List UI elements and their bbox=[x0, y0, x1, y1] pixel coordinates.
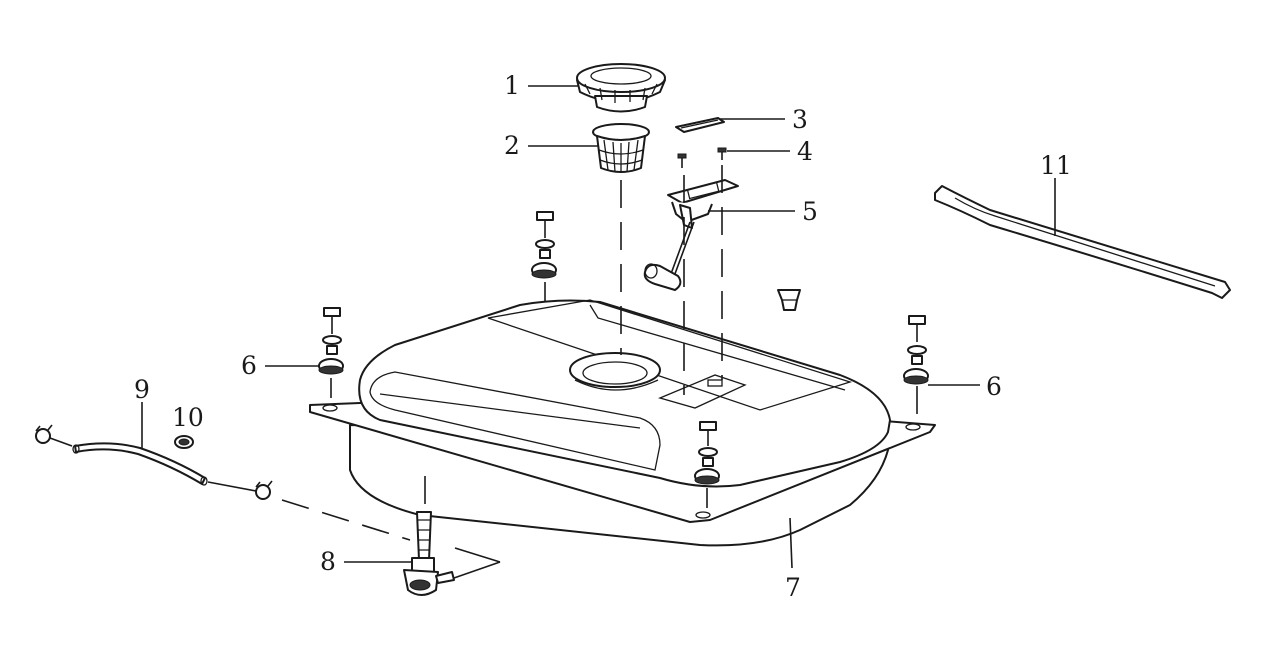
leader-lines bbox=[141, 85, 1056, 569]
support-strip bbox=[934, 185, 1231, 299]
fuel-cap bbox=[576, 63, 666, 113]
callout-9: 9 bbox=[134, 375, 150, 404]
callout-4: 4 bbox=[797, 137, 813, 166]
mount-bolt-set-front bbox=[694, 421, 720, 485]
gauge-clip bbox=[675, 117, 725, 133]
callout-10: 10 bbox=[172, 403, 204, 432]
fuel-hose bbox=[35, 424, 273, 500]
screws bbox=[677, 147, 727, 168]
hose-fitting bbox=[174, 435, 194, 449]
vent-plug bbox=[777, 289, 801, 311]
callout-11: 11 bbox=[1040, 151, 1072, 180]
callout-1: 1 bbox=[504, 71, 520, 100]
mount-bolt-set-left bbox=[318, 307, 344, 375]
callout-labels: 1 2 3 4 5 6 6 7 8 9 10 11 bbox=[134, 71, 1072, 602]
mount-bolt-set-right bbox=[903, 315, 929, 385]
fuel-tank bbox=[309, 299, 936, 547]
callout-7: 7 bbox=[785, 573, 801, 602]
callout-2: 2 bbox=[504, 131, 520, 160]
assembly-guides bbox=[281, 165, 918, 579]
fuel-gauge bbox=[643, 179, 739, 291]
callout-8: 8 bbox=[320, 547, 336, 576]
callout-3: 3 bbox=[792, 105, 808, 134]
callout-6-right: 6 bbox=[986, 372, 1002, 401]
mount-bolt-set-rear bbox=[531, 211, 557, 279]
callout-5: 5 bbox=[802, 197, 818, 226]
callout-6-left: 6 bbox=[241, 351, 257, 380]
fuel-strainer bbox=[592, 123, 650, 173]
fuel-valve bbox=[403, 511, 455, 596]
